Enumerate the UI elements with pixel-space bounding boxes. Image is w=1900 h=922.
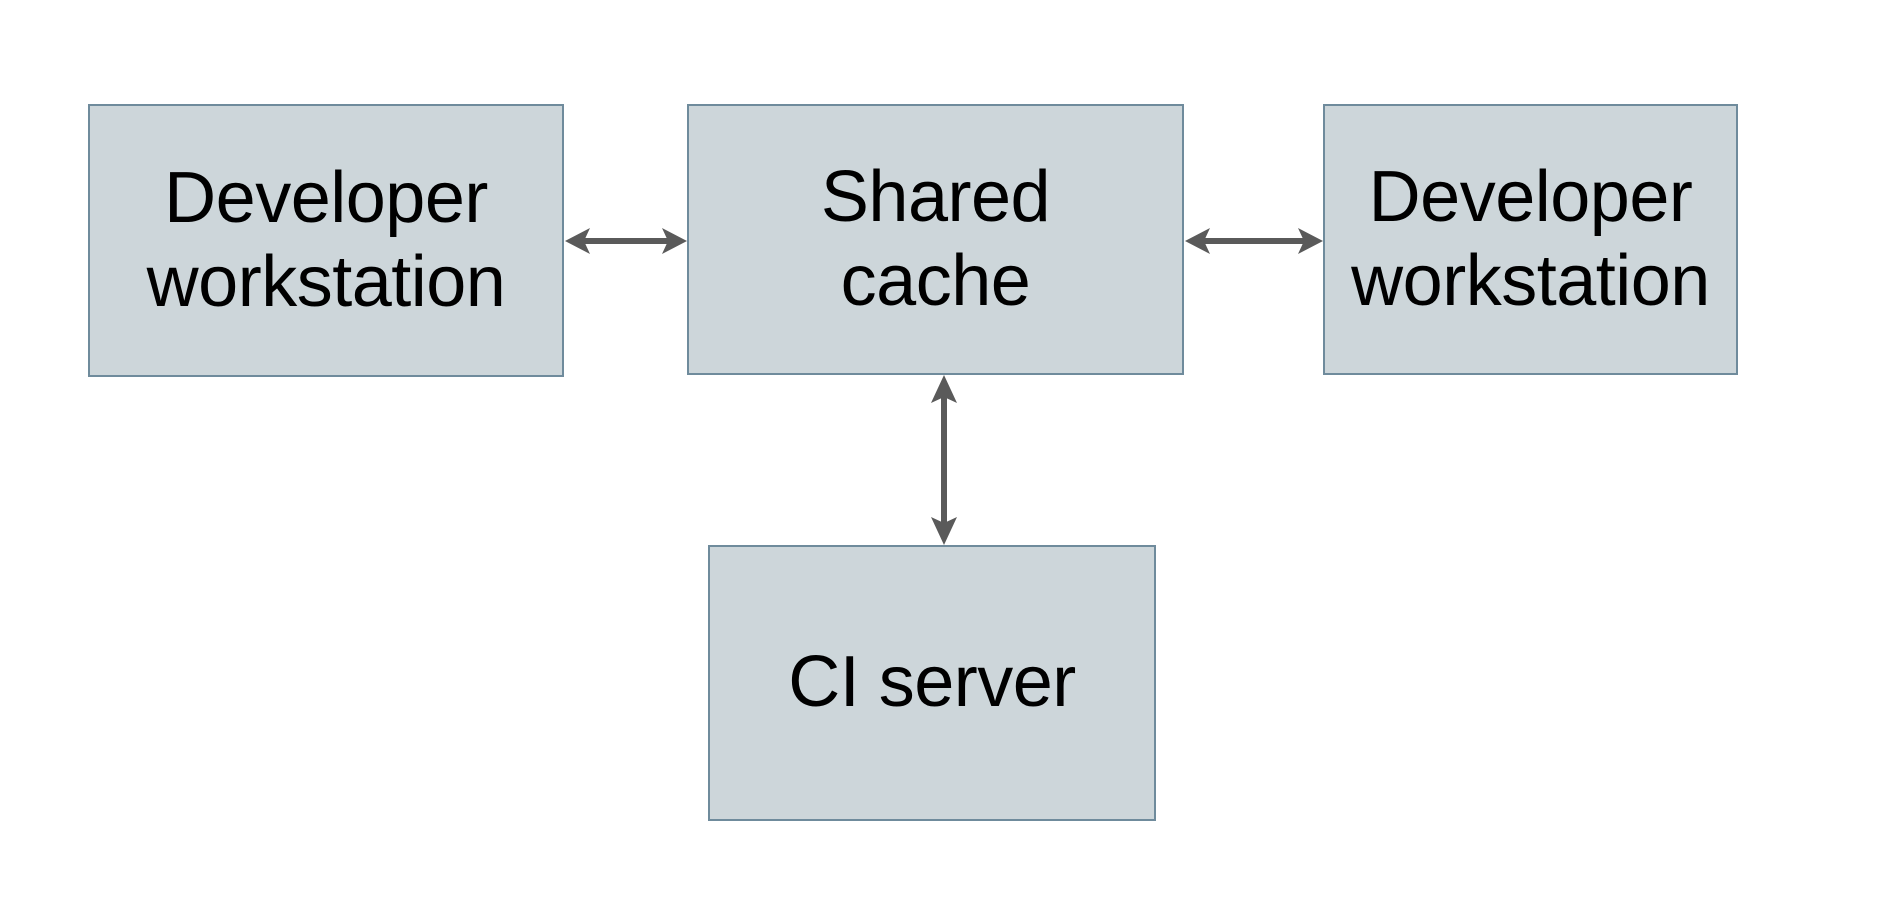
node-developer-workstation-right[interactable]: Developer workstation [1323, 104, 1738, 375]
edge-shared-cache-to-ci-server[interactable] [915, 370, 973, 550]
node-ci-server[interactable]: CI server [708, 545, 1156, 821]
node-developer-workstation-left[interactable]: Developer workstation [88, 104, 564, 377]
node-label-shared-cache: Shared cache [820, 156, 1051, 321]
double-arrow-icon [565, 228, 687, 254]
node-shared-cache[interactable]: Shared cache [687, 104, 1184, 375]
double-arrow-icon [1185, 228, 1323, 254]
node-label-ci-server: CI server [788, 642, 1076, 723]
edge-developer-workstation-left-to-shared-cache[interactable] [560, 212, 692, 270]
double-arrow-icon [931, 375, 957, 545]
node-label-developer-workstation-right: Developer workstation [1351, 156, 1710, 321]
edge-shared-cache-to-developer-workstation-right[interactable] [1180, 212, 1328, 270]
node-label-developer-workstation-left: Developer workstation [146, 157, 506, 322]
